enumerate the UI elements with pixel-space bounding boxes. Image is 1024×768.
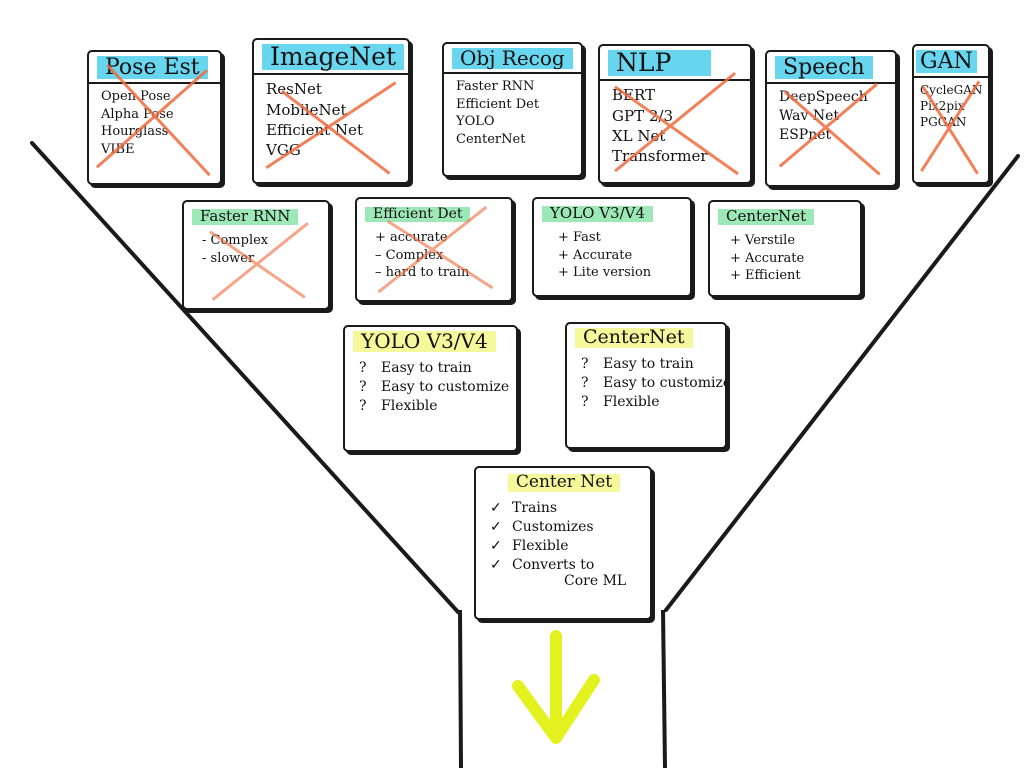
list-item: BERT bbox=[612, 86, 656, 105]
down-arrow-icon bbox=[512, 630, 600, 744]
list-item: + Efficient bbox=[730, 268, 801, 284]
list-item: – hard to train bbox=[375, 265, 470, 281]
list-item: ✓ Trains bbox=[490, 499, 642, 518]
list-item: Transformer bbox=[612, 147, 708, 165]
question-mark-icon: ? bbox=[359, 397, 367, 414]
list-item: ? Easy to customize bbox=[581, 374, 725, 393]
funnel-spout-right bbox=[661, 609, 667, 768]
list-item: Pix2pix bbox=[920, 99, 965, 114]
question-mark-icon: ? bbox=[581, 374, 589, 391]
category-card-nlp: NLP BERT GPT 2/3 XL Net Transformer bbox=[598, 44, 752, 184]
list-item-text: Customizes bbox=[512, 518, 594, 535]
list-item-text: Easy to customize bbox=[603, 374, 727, 391]
list-item: + Verstile bbox=[730, 233, 796, 248]
funnel-spout-left bbox=[458, 609, 463, 768]
list-item-text: Easy to train bbox=[603, 355, 694, 372]
list-item-text: Converts to bbox=[512, 556, 595, 573]
list-item: Open Pose bbox=[101, 89, 171, 105]
list-item: Faster RNN bbox=[456, 79, 535, 94]
list-item: YOLO bbox=[456, 114, 495, 130]
list-item: - slower bbox=[202, 250, 255, 266]
check-mark-icon: ✓ bbox=[490, 518, 502, 535]
detector-title: CenterNet bbox=[718, 208, 815, 225]
list-item: ? Flexible bbox=[359, 397, 508, 416]
list-item-text: Easy to customize bbox=[381, 378, 510, 395]
category-card-imagenet: ImageNet ResNet MobileNet Efficient Net … bbox=[252, 38, 410, 184]
category-card-speech: Speech DeepSpeech Wav Net ESPnet bbox=[765, 50, 897, 187]
list-item-text: Flexible bbox=[512, 537, 569, 554]
list-item: CycleGAN bbox=[920, 83, 983, 98]
list-item: GPT 2/3 bbox=[612, 106, 673, 125]
list-item: ? Flexible bbox=[581, 393, 717, 412]
winner-title: Center Net bbox=[507, 473, 621, 492]
winner-card-centernet: Center Net ✓ Trains ✓ Customizes ✓ Flexible… bbox=[474, 466, 652, 620]
finalist-title: YOLO V3/V4 bbox=[353, 331, 496, 352]
detector-card-yolo: YOLO V3/V4 + Fast + Accurate + Lite vers… bbox=[532, 197, 692, 297]
list-item: PGGAN bbox=[920, 115, 967, 130]
category-card-pose-est: Pose Est Open Pose Alpha Pose Hourglass … bbox=[87, 50, 222, 185]
detector-title: YOLO V3/V4 bbox=[542, 205, 654, 222]
list-item-text: Core ML bbox=[564, 573, 627, 590]
list-item: DeepSpeech bbox=[779, 89, 868, 106]
list-item: CenterNet bbox=[456, 131, 526, 147]
finalist-title: CenterNet bbox=[575, 327, 693, 348]
list-item: XL Net bbox=[612, 126, 666, 145]
list-item-text: Trains bbox=[512, 499, 558, 516]
list-item-text: Flexible bbox=[381, 397, 438, 414]
check-mark-icon: ✓ bbox=[490, 499, 502, 516]
list-item: Wav Net bbox=[779, 107, 840, 124]
category-title: Pose Est bbox=[97, 56, 208, 79]
question-mark-icon: ? bbox=[581, 393, 589, 410]
detector-title: Faster RNN bbox=[192, 208, 299, 225]
list-item: + Accurate bbox=[730, 250, 805, 266]
detector-card-efficient-det: Efficient Det + accurate – Complex – har… bbox=[355, 197, 513, 302]
list-item: + Accurate bbox=[558, 247, 633, 263]
list-item: ? Easy to train bbox=[581, 355, 717, 374]
list-item: ? Easy to customize bbox=[359, 378, 510, 397]
question-mark-icon: ? bbox=[581, 355, 589, 372]
finalist-card-yolo: YOLO V3/V4 ? Easy to train ? Easy to custo… bbox=[343, 325, 518, 452]
detector-title: Efficient Det bbox=[365, 207, 471, 222]
category-title: GAN bbox=[916, 50, 977, 73]
list-item: ResNet bbox=[266, 80, 322, 99]
list-item: – Complex bbox=[375, 247, 444, 263]
list-item: ? Easy to train bbox=[359, 359, 508, 378]
list-item: VGG bbox=[266, 141, 301, 159]
funnel-left-edge bbox=[30, 141, 460, 614]
list-item: Hourglass bbox=[101, 124, 169, 140]
list-item: - Complex bbox=[202, 233, 269, 248]
category-title: Speech bbox=[775, 56, 873, 79]
list-item-text: Flexible bbox=[603, 393, 660, 410]
list-item: Efficient Net bbox=[266, 120, 363, 139]
list-item: ✓ Customizes bbox=[490, 518, 642, 537]
list-item: ✓ Converts to bbox=[490, 556, 642, 575]
check-mark-icon: ✓ bbox=[490, 556, 502, 573]
list-item-continuation: Core ML bbox=[490, 574, 642, 589]
finalist-card-centernet: CenterNet ? Easy to train ? Easy to custom… bbox=[565, 322, 727, 449]
detector-card-centernet: CenterNet + Verstile + Accurate + Effici… bbox=[708, 200, 862, 297]
list-item: Efficient Det bbox=[456, 96, 540, 112]
list-item: Alpha Pose bbox=[101, 106, 174, 122]
question-mark-icon: ? bbox=[359, 360, 367, 376]
category-title: Obj Recog bbox=[452, 48, 573, 69]
list-item: + Lite version bbox=[558, 265, 652, 281]
check-mark-icon: ✓ bbox=[490, 537, 502, 554]
category-title: NLP bbox=[608, 49, 712, 77]
detector-card-faster-rnn: Faster RNN - Complex - slower bbox=[182, 200, 330, 310]
category-title: ImageNet bbox=[262, 43, 405, 71]
category-card-obj-recog: Obj Recog Faster RNN Efficient Det YOLO … bbox=[442, 42, 583, 177]
list-item: + Fast bbox=[558, 230, 601, 245]
list-item: + accurate bbox=[375, 230, 448, 245]
list-item: ESPnet bbox=[779, 126, 832, 143]
list-item: MobileNet bbox=[266, 100, 347, 119]
list-item-text: Easy to train bbox=[381, 360, 472, 376]
question-mark-icon: ? bbox=[359, 378, 367, 395]
list-item: VIBE bbox=[101, 141, 135, 157]
category-card-gan: GAN CycleGAN Pix2pix PGGAN bbox=[912, 44, 990, 184]
funnel-right-edge bbox=[664, 154, 1020, 612]
list-item: ✓ Flexible bbox=[490, 537, 642, 556]
